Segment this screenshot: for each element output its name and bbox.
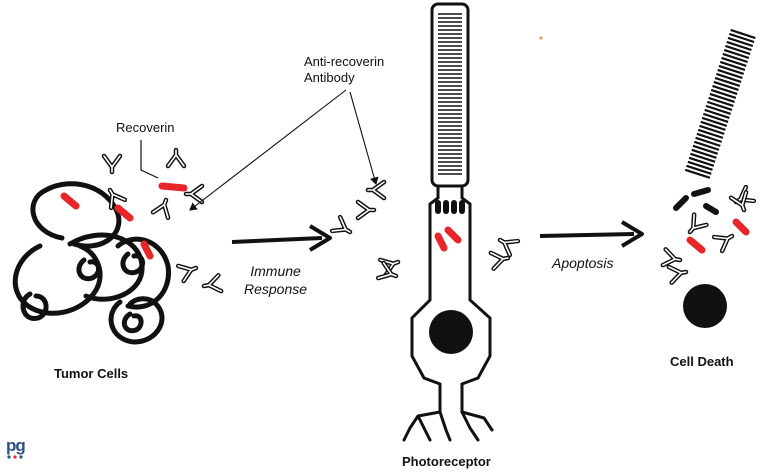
antibody-pointer-left: [189, 89, 347, 211]
immune-response-arrow: [231, 224, 332, 252]
tumor-cell-outline: [108, 296, 165, 345]
antibody-icon: [178, 260, 199, 281]
membrane-disc: [718, 64, 745, 76]
dead-cell: [663, 28, 756, 328]
tumor-cells: [12, 181, 171, 345]
recoverin-marker: [114, 204, 134, 222]
recoverin-marker: [140, 240, 154, 260]
membrane-disc: [692, 144, 719, 155]
antibody-icon: [663, 249, 682, 268]
logo-accent: [7, 455, 23, 459]
membrane-disc: [701, 116, 728, 127]
tumor-cell-outline: [115, 236, 171, 310]
antibody-pointer-right: [349, 91, 379, 186]
tumor-nucleus: [76, 257, 101, 282]
immune-response-label: Immune Response: [244, 263, 308, 297]
membrane-disc: [708, 96, 734, 107]
membrane-disc: [714, 76, 741, 87]
tumor-nucleus: [120, 251, 145, 276]
tumor-nucleus: [121, 311, 144, 334]
membrane-disc: [703, 112, 729, 123]
antibody-icon: [153, 197, 174, 218]
membrane-disc: [699, 124, 725, 135]
antibody-icon: [684, 215, 707, 238]
antibody-label: Anti-recoverin Antibody: [304, 54, 385, 85]
membrane-disc: [686, 164, 712, 175]
photoreceptor-cell: [402, 2, 494, 442]
membrane-disc: [710, 88, 737, 99]
antibody-icon: [168, 150, 184, 166]
antibody-icon: [496, 233, 518, 255]
membrane-disc: [687, 160, 713, 171]
recoverin-photoreceptor: [434, 226, 462, 252]
membrane-disc: [691, 148, 717, 159]
recoverin-markers: [60, 182, 188, 260]
membrane-disc: [713, 80, 739, 91]
membrane-disc: [726, 40, 752, 52]
membrane-disc: [709, 92, 735, 103]
membrane-disc: [728, 32, 755, 44]
connecting-cilium: [435, 200, 465, 214]
membrane-disc: [727, 36, 754, 48]
detached-outer-segment: [684, 28, 756, 179]
membrane-disc: [730, 28, 756, 40]
antibody-icon: [203, 275, 222, 294]
membrane-disc: [688, 156, 715, 167]
photoreceptor-nucleus: [429, 310, 473, 354]
membrane-disc: [716, 72, 742, 84]
recoverin-pointer: [140, 140, 159, 179]
apoptosis-label: Apoptosis: [552, 255, 614, 271]
antibody-icon: [368, 182, 384, 198]
membrane-disc: [705, 104, 732, 115]
antibody-icon: [378, 263, 399, 284]
tumor-nucleus: [20, 291, 49, 321]
antibody-icon: [358, 202, 374, 218]
recoverin-label: Recoverin: [116, 120, 175, 135]
membrane-disc: [719, 60, 746, 72]
antibodies-photoreceptor: [332, 182, 518, 284]
inner-segment: [410, 186, 492, 412]
antibody-icon: [104, 156, 120, 172]
photoreceptor-label: Photoreceptor: [402, 454, 491, 469]
membrane-disc: [717, 68, 743, 80]
membrane-disc: [700, 120, 726, 131]
membrane-disc: [697, 128, 724, 139]
membrane-disc: [695, 136, 721, 147]
membrane-disc: [693, 140, 720, 151]
cell-death-label: Cell Death: [670, 354, 734, 369]
recoverin-dead: [686, 218, 750, 254]
synaptic-terminal: [402, 410, 494, 442]
antibody-icon: [332, 217, 354, 239]
cilium-fragments: [673, 187, 719, 215]
publisher-logo: pg: [6, 436, 26, 455]
condensed-nucleus: [683, 284, 727, 328]
membrane-disc: [721, 56, 747, 68]
membrane-disc: [725, 44, 751, 56]
recoverin-marker: [158, 182, 188, 192]
antibody-icon: [186, 186, 202, 202]
membrane-disc: [684, 168, 711, 179]
membrane-disc: [706, 100, 733, 111]
membrane-disc: [690, 152, 716, 163]
tumor-cell-outline: [30, 181, 122, 249]
membrane-disc: [704, 108, 730, 119]
antibody-icon: [714, 229, 736, 251]
membrane-disc: [723, 48, 750, 60]
membrane-disc: [722, 52, 748, 64]
apoptosis-arrow: [539, 220, 644, 248]
stray-dot: [539, 36, 543, 40]
membrane-disc: [712, 84, 738, 95]
antibody-icon: [669, 264, 688, 283]
recoverin-marker: [60, 192, 80, 210]
tumor-cells-label: Tumor Cells: [54, 366, 129, 381]
membrane-disc: [696, 132, 722, 143]
